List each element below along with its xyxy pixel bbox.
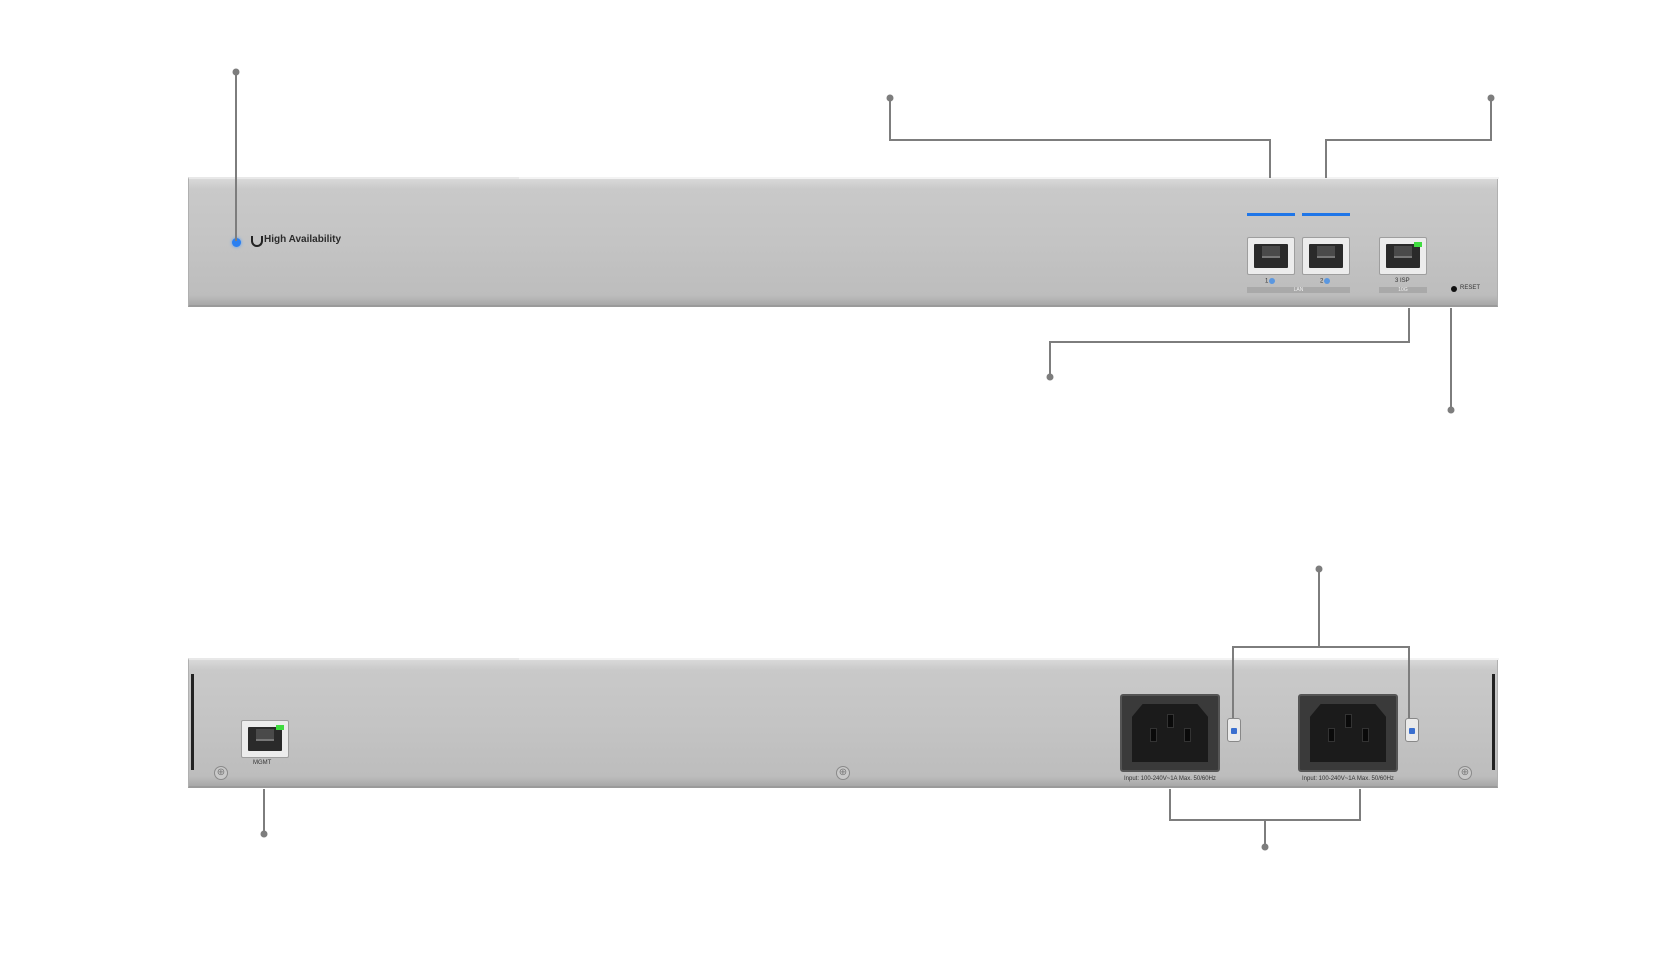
ubiquiti-logo-icon: [251, 236, 263, 247]
front-panel: High Availability 1 2 3 ISP LAN 10G RESE…: [188, 177, 1499, 307]
power-supply-1[interactable]: [1120, 694, 1220, 772]
port-1-label: 1: [1265, 278, 1276, 285]
socket-pin: [1167, 714, 1174, 728]
port-1-indicator-icon: [1269, 278, 1276, 284]
lan-port-1[interactable]: [1247, 237, 1295, 275]
port-2-label: 2: [1320, 278, 1331, 285]
lan-port-2[interactable]: [1302, 237, 1350, 275]
port-3-link-led: [1414, 242, 1422, 247]
callout-link-leds: [1325, 94, 1495, 178]
power-socket-1: [1132, 704, 1208, 762]
port-2-indicator-icon: [1324, 278, 1331, 284]
callout-wan-port: [1046, 308, 1410, 381]
status-led: [232, 238, 241, 247]
reset-label: RESET: [1460, 285, 1481, 291]
socket-pin: [1328, 728, 1335, 742]
mgmt-port[interactable]: [241, 720, 289, 758]
mgmt-link-led: [276, 725, 284, 730]
rear-panel: MGMT ⊕ ⊕ ⊕ Input: 100-240V~1A Max. 50/60…: [188, 658, 1499, 788]
screw-icon: ⊕: [1458, 766, 1472, 780]
socket-pin: [1345, 714, 1352, 728]
wan-group-bar: 10G: [1379, 287, 1427, 293]
power-supply-2[interactable]: [1298, 694, 1398, 772]
panel-seam: [519, 177, 1499, 179]
callout-lan-ports: [886, 94, 1271, 178]
port-1-link-bar: [1247, 213, 1295, 216]
callout-mgmt-port: [260, 789, 268, 838]
port-2-link-bar: [1302, 213, 1350, 216]
psu-1-latch-lock-icon[interactable]: [1227, 718, 1241, 742]
reset-button[interactable]: [1451, 286, 1457, 292]
psu-1-rating: Input: 100-240V~1A Max. 50/60Hz: [1124, 776, 1216, 782]
panel-seam: [519, 658, 1499, 660]
psu-2-rating: Input: 100-240V~1A Max. 50/60Hz: [1302, 776, 1394, 782]
lan-group-bar: LAN: [1247, 287, 1350, 293]
screw-icon: ⊕: [214, 766, 228, 780]
callout-reset: [1447, 308, 1455, 414]
socket-pin: [1362, 728, 1369, 742]
wan-port-3[interactable]: [1379, 237, 1427, 275]
socket-pin: [1184, 728, 1191, 742]
left-rack-slot: [191, 674, 194, 770]
psu-2-latch-lock-icon[interactable]: [1405, 718, 1419, 742]
power-socket-2: [1310, 704, 1386, 762]
high-availability-label: High Availability: [264, 234, 342, 245]
right-rack-slot: [1492, 674, 1495, 770]
screw-icon: ⊕: [836, 766, 850, 780]
callout-power-supplies: [1169, 789, 1361, 851]
socket-pin: [1150, 728, 1157, 742]
mgmt-label: MGMT: [253, 760, 272, 766]
port-3-label: 3 ISP: [1395, 278, 1410, 284]
